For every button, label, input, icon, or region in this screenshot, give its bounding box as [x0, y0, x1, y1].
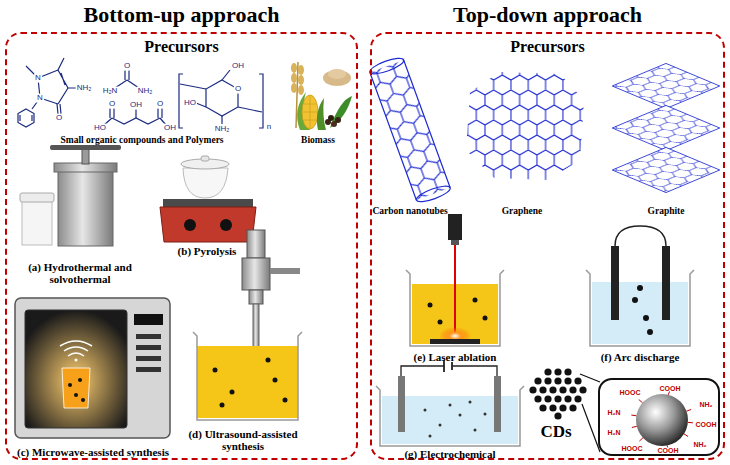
atom-label: N [34, 74, 42, 83]
functional-group: COOH [658, 447, 679, 454]
callout-bubble: HOOC COOH H₂N NH₂ COOH H₂N NH₂ HOOC COOH [598, 378, 720, 456]
atom-label: OH [129, 101, 143, 110]
atom-label: O [234, 85, 242, 94]
atom-label: O [123, 62, 131, 71]
hotplate-picture [160, 156, 256, 242]
atom-label: HO [93, 124, 107, 133]
dots-cluster [529, 368, 586, 419]
atom-label: N [36, 94, 44, 103]
atom-label: NH₂ [76, 84, 93, 93]
precursor-label: Carbon nanotubes [372, 206, 447, 216]
precursor-label: Small organic compounds and Polymers [60, 135, 223, 145]
atom-label: OH [231, 62, 245, 71]
bond-line [631, 392, 693, 448]
graphene-picture [466, 72, 584, 180]
precursor-label: Graphite [648, 206, 685, 216]
ultrasound-picture [193, 230, 302, 420]
molecule-structure [179, 70, 263, 128]
functional-group: H₂N [607, 429, 620, 436]
functional-group: COOH [660, 385, 681, 392]
atom-label: n [266, 123, 272, 132]
microwave-picture [15, 298, 170, 438]
biomass-picture [291, 62, 352, 130]
molecule-structure [104, 108, 166, 125]
atom-label: H₂N [102, 87, 119, 96]
functional-group: NH₂ [699, 401, 712, 408]
precursor-label: Biomass [301, 135, 335, 145]
atom-label: O [108, 100, 116, 109]
precursor-label: Graphene [502, 206, 543, 216]
method-caption: (f) Arc discharge [601, 351, 680, 363]
method-caption: (b) Pyrolysis [178, 245, 237, 257]
functional-group: H₂N [607, 409, 620, 416]
panel-heading: Bottom-up approach [7, 2, 356, 28]
atom-label: NH₂ [137, 87, 154, 96]
atom-label: O [55, 114, 63, 123]
laser-picture [406, 214, 504, 346]
method-caption: (d) Ultrasound-assisted synthesis [178, 428, 308, 452]
method-panel: Top-down approachPrecursorsHOOCCOOHH₂NNH… [370, 32, 725, 460]
functional-group: HOOC [622, 445, 643, 452]
functional-group: COOH [696, 421, 717, 428]
nanotube-picture [368, 55, 452, 205]
graphite-picture [612, 63, 719, 192]
atom-label: HO [183, 99, 197, 108]
panel-subheading: Precursors [7, 38, 356, 56]
molecule-structure [115, 70, 139, 88]
method-caption: (e) Laser ablation [414, 351, 497, 363]
arc-picture [586, 226, 694, 346]
functional-group: NH₂ [693, 441, 706, 448]
atom-label: NH₂ [214, 125, 231, 134]
method-caption: (a) Hydrothermal and solvothermal [15, 261, 145, 285]
carbon-dot-sphere [636, 394, 688, 446]
atom-label: O [156, 100, 164, 109]
autoclave-picture [20, 145, 121, 246]
method-caption: (g) Electrochemical [404, 448, 495, 460]
method-caption: (c) Microwave-assisted synthesis [17, 446, 169, 458]
leader-line [580, 374, 600, 452]
atom-label: OH [163, 124, 177, 133]
molecule-structure [18, 58, 78, 127]
functional-group: HOOC [620, 389, 641, 396]
product-label: CDs [540, 423, 571, 442]
panel-subheading: Precursors [372, 38, 723, 56]
electrochemical-picture [376, 360, 524, 446]
panel-heading: Top-down approach [372, 2, 723, 28]
